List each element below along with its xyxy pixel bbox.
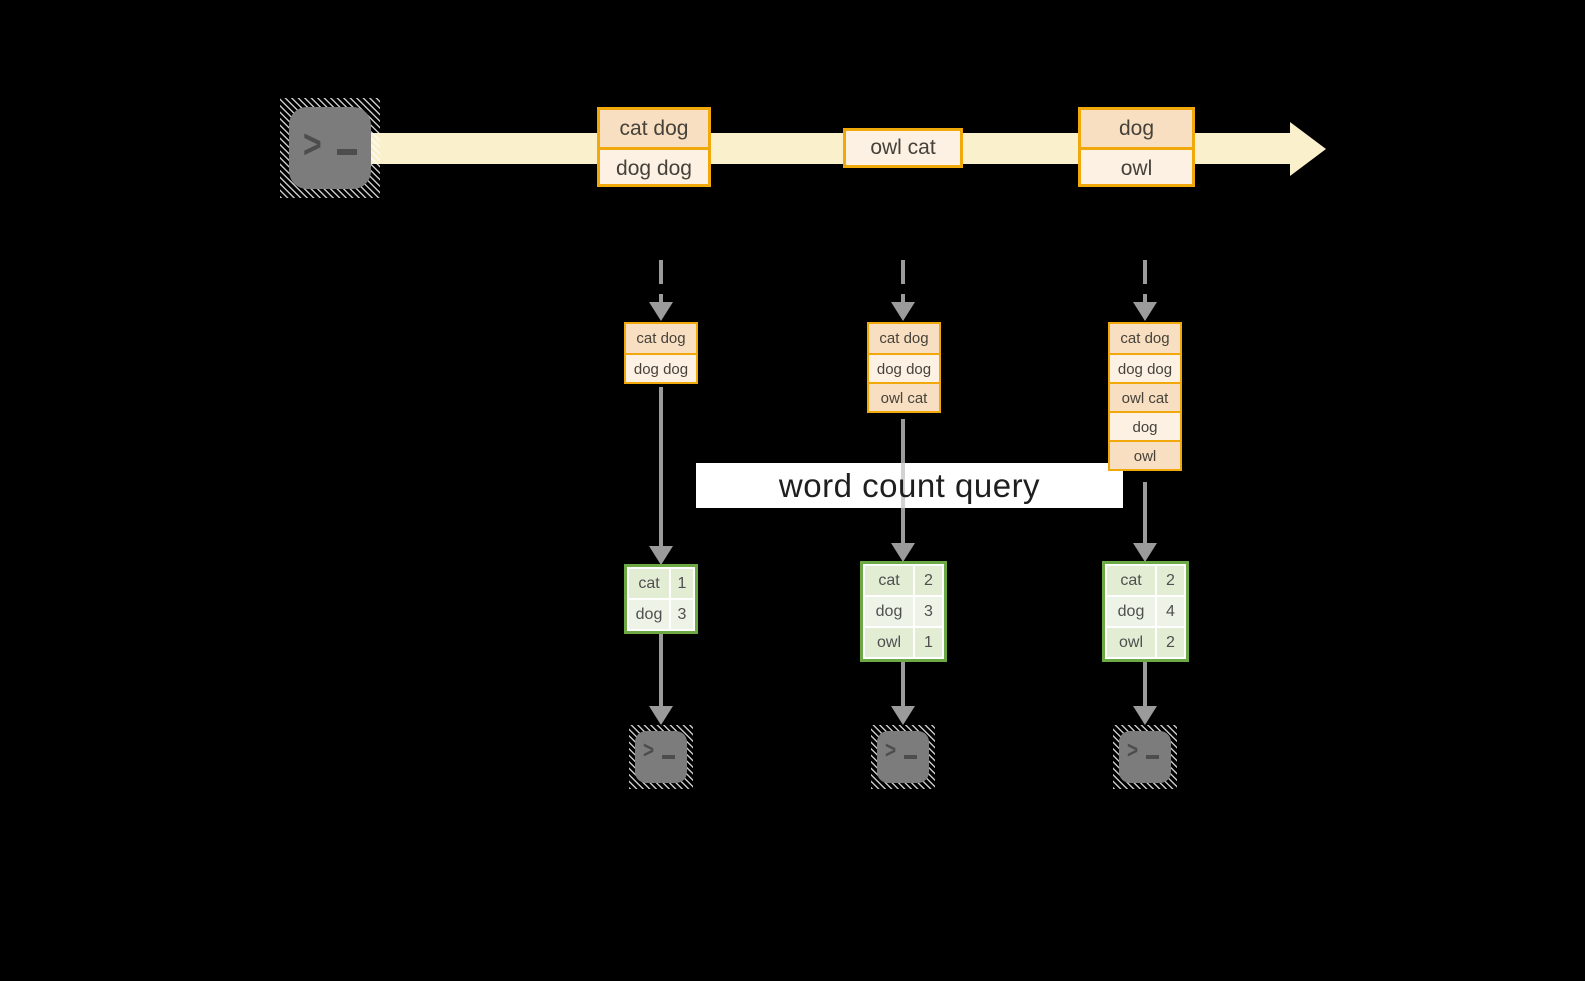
result-word: owl <box>1107 628 1155 657</box>
result-count: 1 <box>671 569 693 598</box>
result-count: 1 <box>915 628 942 657</box>
trigger-arrow-line <box>659 260 663 302</box>
output-arrow-line <box>901 662 905 707</box>
stream-batch-3: dog owl <box>1078 107 1195 187</box>
input-state-3-line: owl cat <box>1110 382 1180 411</box>
query-label: word count query <box>778 466 1041 504</box>
terminal-screen: > <box>1119 731 1171 783</box>
terminal-screen: > <box>289 107 371 189</box>
output-arrowhead-icon <box>649 706 673 725</box>
input-state-3: cat dog dog dog owl cat dog owl <box>1108 322 1182 471</box>
terminal-screen: > <box>877 731 929 783</box>
trigger-arrowhead-icon <box>649 302 673 321</box>
query-arrow-line <box>659 387 663 547</box>
terminal-cursor-glyph <box>662 755 675 759</box>
input-state-2: cat dog dog dog owl cat <box>867 322 941 413</box>
input-state-3-line: dog <box>1110 411 1180 440</box>
terminal-cursor-glyph <box>904 755 917 759</box>
terminal-prompt-glyph: > <box>885 738 897 765</box>
query-arrow-line <box>1143 482 1147 544</box>
result-word: dog <box>629 600 669 629</box>
input-state-2-line: cat dog <box>869 324 939 353</box>
query-label-band: word count query <box>696 463 1123 508</box>
query-arrow-crossing <box>901 463 905 508</box>
trigger-arrow-line <box>1143 260 1147 302</box>
output-arrowhead-icon <box>1133 706 1157 725</box>
trigger-arrowhead-icon <box>891 302 915 321</box>
query-arrowhead-icon <box>891 543 915 562</box>
query-arrowhead-icon <box>1133 543 1157 562</box>
stream-batch-1-line: dog dog <box>600 147 708 184</box>
stream-batch-2: owl cat <box>843 128 963 168</box>
result-count: 3 <box>671 600 693 629</box>
terminal-prompt-glyph: > <box>303 121 322 166</box>
result-word: dog <box>1107 597 1155 626</box>
stream-batch-3-line: dog <box>1081 110 1192 147</box>
output-arrow-line <box>659 634 663 707</box>
result-word: cat <box>1107 566 1155 595</box>
terminal-prompt-glyph: > <box>643 738 655 765</box>
result-word: dog <box>865 597 913 626</box>
result-table-3: cat 2 dog 4 owl 2 <box>1102 561 1189 662</box>
input-state-2-line: dog dog <box>869 353 939 382</box>
result-table-2: cat 2 dog 3 owl 1 <box>860 561 947 662</box>
input-state-1-line: dog dog <box>626 353 696 382</box>
output-arrowhead-icon <box>891 706 915 725</box>
result-count: 4 <box>1157 597 1184 626</box>
result-word: cat <box>865 566 913 595</box>
input-state-3-line: owl <box>1110 440 1180 469</box>
stream-batch-3-line: owl <box>1081 147 1192 184</box>
sink-terminal-icon: > <box>871 725 935 789</box>
terminal-screen: > <box>635 731 687 783</box>
input-state-1: cat dog dog dog <box>624 322 698 384</box>
result-count: 2 <box>1157 628 1184 657</box>
stream-batch-1: cat dog dog dog <box>597 107 711 187</box>
input-state-3-line: dog dog <box>1110 353 1180 382</box>
sink-terminal-icon: > <box>1113 725 1177 789</box>
stream-batch-2-line: owl cat <box>846 131 960 165</box>
result-count: 3 <box>915 597 942 626</box>
source-terminal-icon: > <box>280 98 380 198</box>
trigger-arrowhead-icon <box>1133 302 1157 321</box>
result-count: 2 <box>1157 566 1184 595</box>
input-state-2-line: owl cat <box>869 382 939 411</box>
terminal-prompt-glyph: > <box>1127 738 1139 765</box>
stream-arrowhead-icon <box>1290 122 1326 176</box>
sink-terminal-icon: > <box>629 725 693 789</box>
result-word: owl <box>865 628 913 657</box>
result-word: cat <box>629 569 669 598</box>
terminal-cursor-glyph <box>337 149 357 155</box>
result-table-1: cat 1 dog 3 <box>624 564 698 634</box>
terminal-cursor-glyph <box>1146 755 1159 759</box>
query-arrowhead-icon <box>649 546 673 565</box>
trigger-arrow-line <box>901 260 905 302</box>
output-arrow-line <box>1143 662 1147 707</box>
result-count: 2 <box>915 566 942 595</box>
input-state-3-line: cat dog <box>1110 324 1180 353</box>
stream-batch-1-line: cat dog <box>600 110 708 147</box>
input-state-1-line: cat dog <box>626 324 696 353</box>
